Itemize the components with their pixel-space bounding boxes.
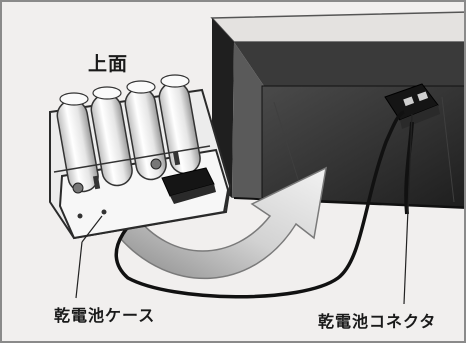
connector-pointer bbox=[403, 113, 413, 305]
arrow-icon bbox=[119, 166, 327, 279]
label-battery-case: 乾電池ケース bbox=[54, 306, 156, 325]
case-plug bbox=[161, 167, 216, 204]
wire bbox=[114, 110, 405, 299]
label-top-view: 上面 bbox=[88, 53, 129, 75]
label-battery-connector: 乾電池コネクタ bbox=[318, 312, 437, 331]
battery-case bbox=[49, 74, 232, 299]
